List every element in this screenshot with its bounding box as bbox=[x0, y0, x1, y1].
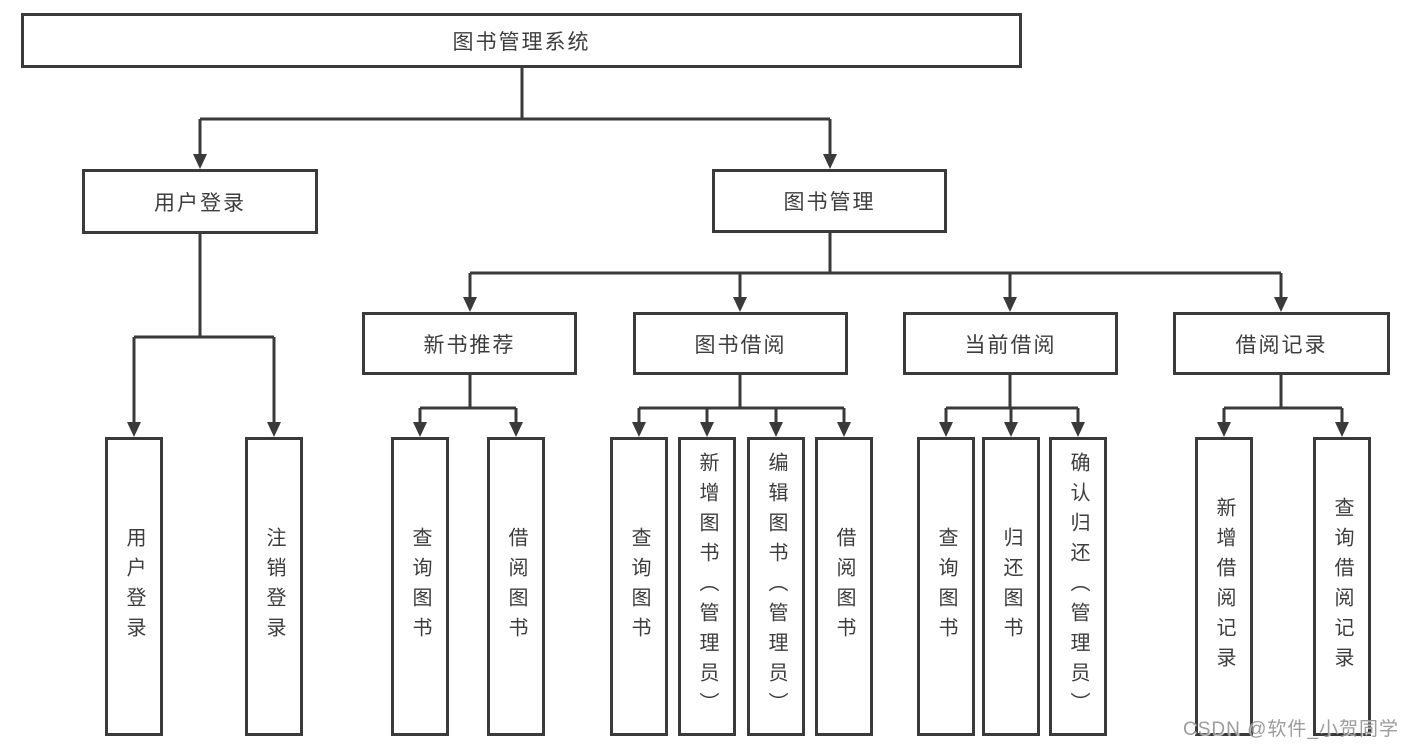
leaf-add-book-admin: 新增图书（管理员） bbox=[678, 437, 736, 736]
leaf-query-books-current: 查询图书 bbox=[917, 437, 975, 736]
node-borrow-record: 借阅记录 bbox=[1173, 312, 1390, 375]
leaf-query-books-borrow: 查询图书 bbox=[610, 437, 668, 736]
leaf-confirm-return-admin: 确认归还（管理员） bbox=[1049, 437, 1107, 736]
node-user-login: 用户登录 bbox=[82, 169, 318, 234]
leaf-logout: 注销登录 bbox=[245, 437, 303, 736]
leaf-add-borrow-record: 新增借阅记录 bbox=[1195, 437, 1253, 736]
leaf-edit-book-admin: 编辑图书（管理员） bbox=[747, 437, 805, 736]
node-current-borrow: 当前借阅 bbox=[903, 312, 1118, 375]
leaf-query-books-recommend: 查询图书 bbox=[391, 437, 449, 736]
leaf-return-books: 归还图书 bbox=[982, 437, 1040, 736]
leaf-borrow-books: 借阅图书 bbox=[815, 437, 873, 736]
node-book-management: 图书管理 bbox=[712, 169, 947, 233]
watermark: CSDN @软件_小贺同学 bbox=[1183, 719, 1399, 740]
leaf-query-borrow-record: 查询借阅记录 bbox=[1313, 437, 1371, 736]
node-book-borrow: 图书借阅 bbox=[633, 312, 848, 375]
leaf-borrow-books-recommend: 借阅图书 bbox=[487, 437, 545, 736]
node-library-management-system: 图书管理系统 bbox=[21, 13, 1022, 68]
node-new-book-recommend: 新书推荐 bbox=[362, 312, 577, 375]
leaf-user-login: 用户登录 bbox=[105, 437, 163, 736]
